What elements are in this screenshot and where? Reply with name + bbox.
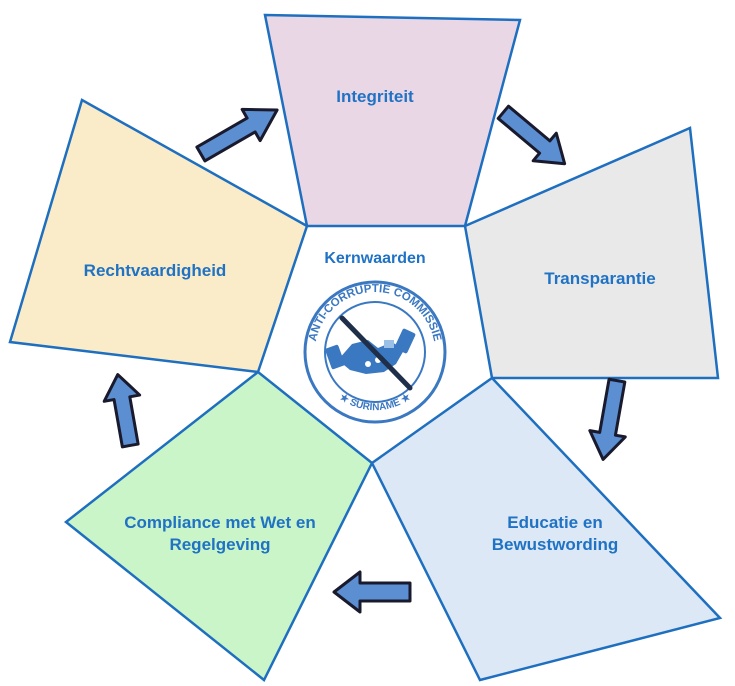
panel-transparantie: [463, 126, 720, 380]
label-educatie: Educatie en Bewustwording: [491, 513, 619, 555]
panel-compliance: [63, 370, 374, 682]
arrow-rechtvaardigheid-to-integriteit: [195, 107, 279, 163]
center-title: Kernwaarden: [324, 250, 426, 267]
prohibition-slash: [339, 315, 413, 391]
panel-rechtvaardigheid: [8, 98, 309, 374]
arrow-educatie-to-compliance: [332, 570, 412, 614]
label-rechtvaardigheid: Rechtvaardigheid: [83, 261, 227, 280]
panel-integriteit: [263, 13, 522, 228]
label-integriteit: Integriteit: [336, 87, 414, 106]
arrow-transparantie-to-educatie: [588, 377, 627, 461]
label-compliance: Compliance met Wet en Regelgeving: [124, 513, 316, 555]
panel-educatie: [370, 376, 723, 682]
anti-corruptie-commissie-logo: ANTI-CORRUPTIE COMMISSIE ★ SURINAME ★: [303, 280, 447, 424]
arrow-integriteit-to-transparantie: [496, 104, 567, 166]
label-transparantie: Transparantie: [544, 269, 656, 288]
arrow-compliance-to-rechtvaardigheid: [102, 373, 142, 449]
